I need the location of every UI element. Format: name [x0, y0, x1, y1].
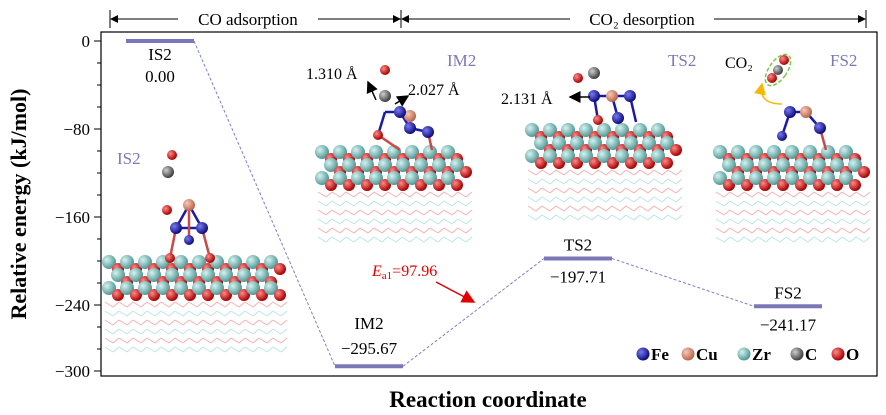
x-axis-label: Reaction coordinate: [389, 387, 586, 412]
state-name-label: IS2: [148, 45, 172, 64]
bond-label-2: 2.027 Å: [408, 81, 460, 99]
structure-label-ts2: TS2: [668, 51, 696, 70]
y-tick-label: −300: [55, 362, 90, 381]
y-tick-label: −160: [55, 208, 90, 227]
legend-swatch-c: [790, 347, 804, 361]
bond-label-1: 1.310 Å: [306, 65, 358, 83]
bond-label-3: 2.131 Å: [501, 90, 553, 108]
co2-label: CO₂: [725, 55, 753, 72]
barrier-label: Ea1=97.96: [371, 263, 437, 282]
legend-swatch-o: [831, 347, 845, 361]
structure-fs2: [713, 53, 871, 243]
y-tick-label: −80: [63, 120, 90, 139]
legend-label-fe: Fe: [651, 345, 669, 364]
plot-frame: [100, 31, 878, 377]
structure-label-im2: IM2: [447, 51, 476, 70]
legend-swatch-zr: [737, 347, 751, 361]
structure-ts2: [525, 67, 683, 221]
legend-label-o: O: [846, 345, 859, 364]
bond-arrow-1: [366, 80, 378, 101]
state-name-label: IM2: [354, 314, 383, 333]
legend-swatch-cu: [681, 347, 695, 361]
y-tick-label: −240: [55, 296, 90, 315]
state-value-label: −197.71: [550, 267, 606, 286]
connector-line: [611, 258, 755, 307]
y-axis-label: Relative energy (kJ/mol): [6, 89, 31, 320]
element-legend: Fe Cu Zr C O: [636, 345, 859, 364]
structure-im2: [315, 65, 473, 243]
structure-label-fs2: FS2: [830, 51, 857, 70]
connector-line: [193, 40, 336, 367]
state-name-label: TS2: [564, 235, 592, 254]
stage-brackets: [109, 10, 867, 28]
state-name-label: FS2: [774, 283, 801, 302]
legend-swatch-fe: [636, 347, 650, 361]
legend-label-cu: Cu: [696, 345, 718, 364]
y-tick-label: 0: [82, 32, 91, 51]
state-value-label: −295.67: [341, 339, 398, 358]
structure-is2: [102, 150, 288, 353]
barrier-arrow: [435, 281, 476, 303]
legend-label-zr: Zr: [752, 345, 771, 364]
y-axis-ticks: 0 −80 −160 −240 −300: [55, 32, 101, 381]
bond-arrow-2: [394, 95, 410, 107]
stage-label-co-adsorption: CO adsorption: [198, 10, 298, 29]
state-value-label: 0.00: [145, 67, 175, 86]
structure-images: [102, 53, 871, 353]
structure-label-is2: IS2: [117, 149, 141, 168]
state-value-label: −241.17: [760, 315, 817, 334]
stage-label-co2-desorption: CO₂ desorption: [589, 10, 695, 29]
connector-line: [402, 258, 545, 367]
legend-label-c: C: [805, 345, 817, 364]
